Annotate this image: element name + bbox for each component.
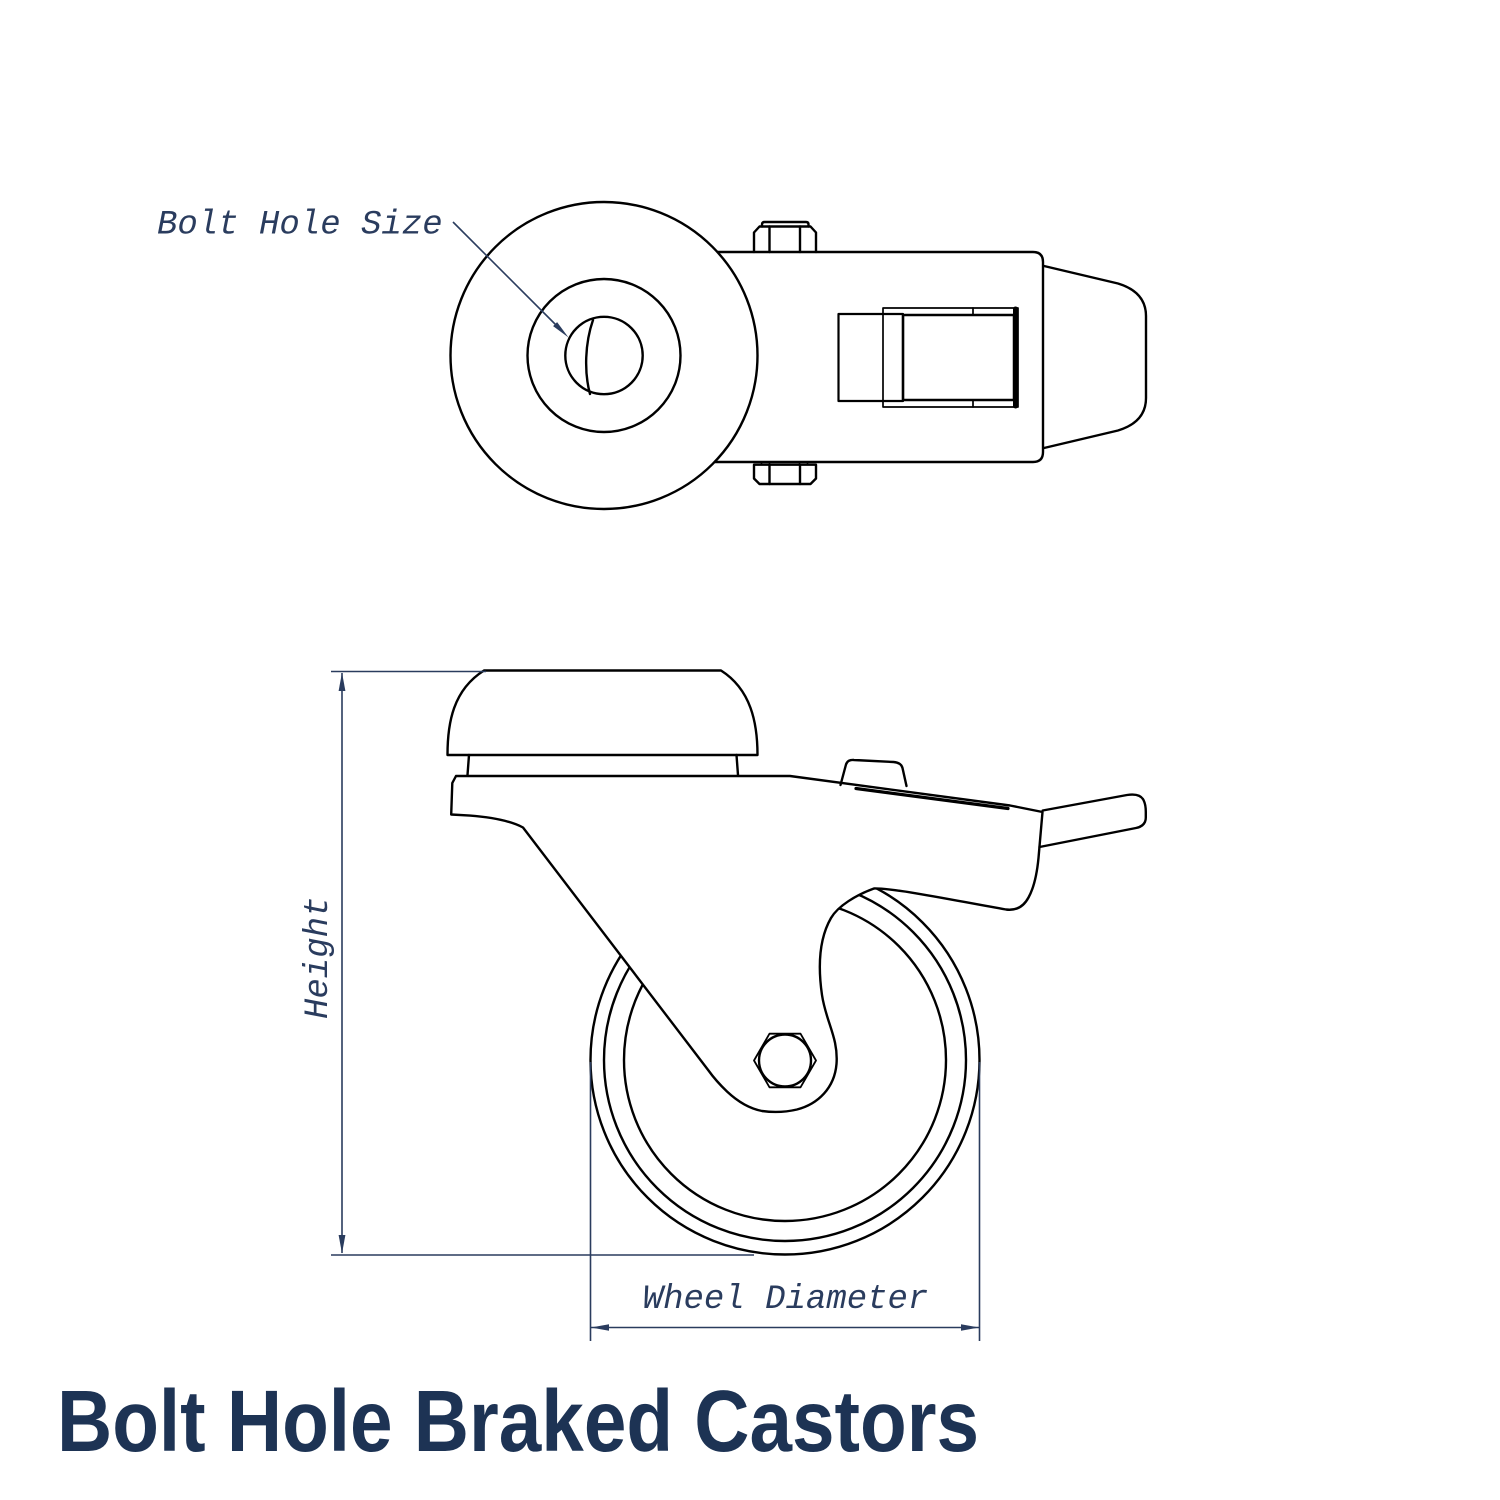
- svg-text:Wheel Diameter: Wheel Diameter: [643, 1281, 929, 1319]
- svg-text:Bolt Hole Size: Bolt Hole Size: [157, 207, 443, 245]
- svg-text:Height: Height: [300, 897, 338, 1019]
- svg-text:Bolt Hole Braked Castors: Bolt Hole Braked Castors: [57, 1373, 979, 1470]
